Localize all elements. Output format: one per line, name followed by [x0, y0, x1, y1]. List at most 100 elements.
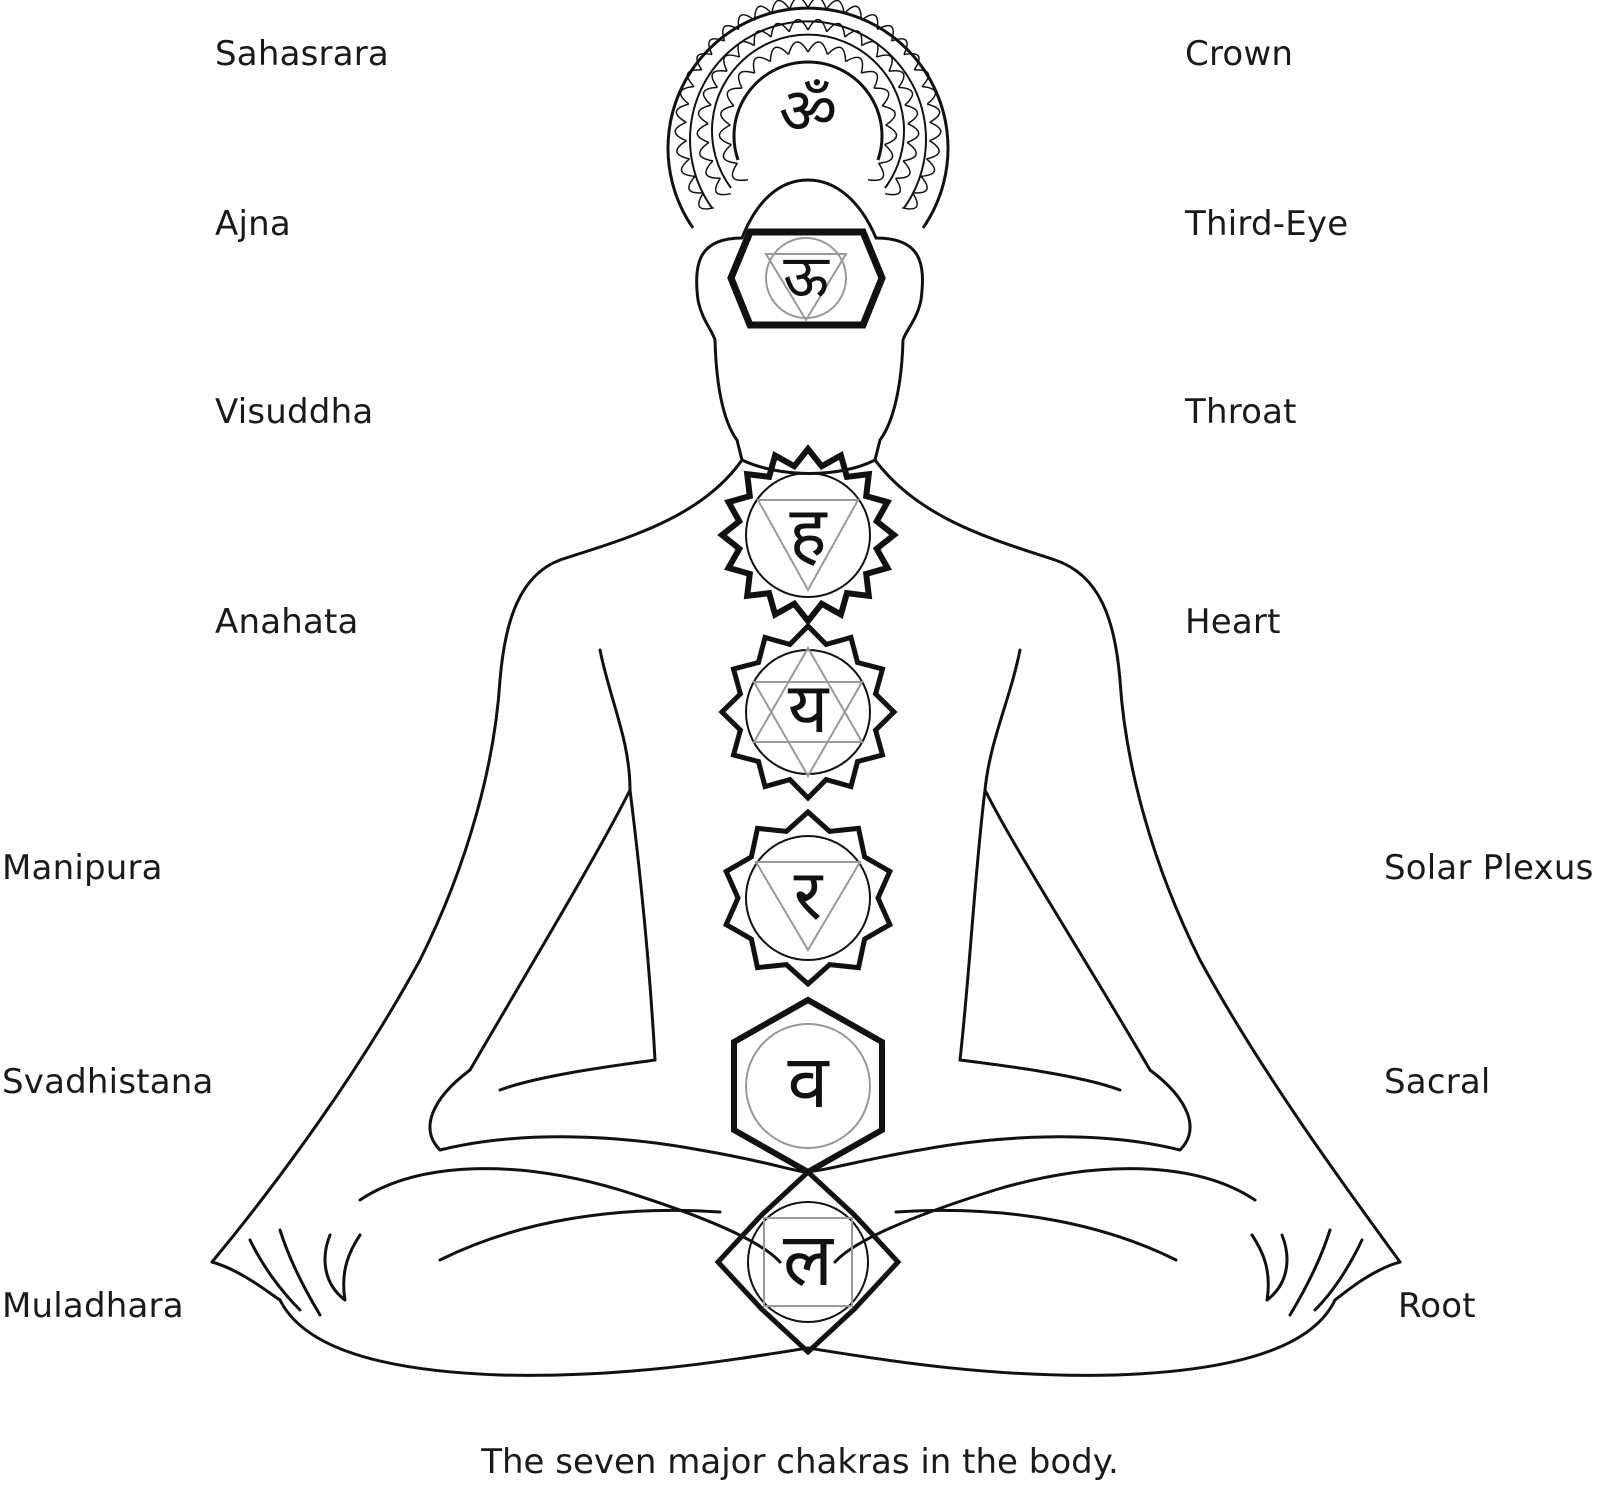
halo-petal — [876, 24, 894, 42]
halo-petal — [753, 5, 773, 21]
halo-petal — [861, 70, 879, 89]
halo-petal — [844, 30, 863, 46]
label-root: Root — [1398, 1286, 1476, 1326]
seated-body-outline — [210, 178, 1402, 1377]
halo-petal — [891, 38, 908, 55]
halo-petal — [697, 104, 712, 125]
halo-petal — [914, 69, 930, 88]
halo-petal — [720, 105, 734, 126]
halo-petal — [895, 160, 911, 179]
halo-petal — [882, 105, 896, 126]
crown-halo-petals — [674, 0, 942, 210]
label-manipura: Manipura — [2, 848, 163, 888]
halo-petal — [675, 103, 689, 123]
halo-petal — [696, 123, 710, 144]
halo-petal — [876, 54, 893, 72]
halo-petal — [698, 192, 715, 210]
halo-petal — [714, 177, 732, 196]
halo-petal — [898, 86, 914, 106]
halo-petal — [718, 124, 732, 146]
chakra-muladhara-symbol — [714, 1168, 902, 1356]
halo-petal — [787, 41, 809, 55]
label-heart: Heart — [1185, 602, 1281, 642]
label-ajna: Ajna — [215, 204, 291, 244]
label-throat: Throat — [1185, 392, 1297, 432]
halo-petal — [788, 18, 809, 33]
label-svadhistana: Svadhistana — [2, 1062, 214, 1102]
halo-petal — [884, 124, 898, 146]
halo-petal — [906, 123, 920, 144]
halo-petal — [731, 162, 749, 182]
halo-petal — [705, 160, 721, 179]
label-visuddha: Visuddha — [215, 392, 374, 432]
halo-petal — [708, 38, 725, 55]
halo-petal — [676, 140, 690, 160]
halo-petal — [752, 56, 771, 74]
chakra-manipura-symbol — [723, 808, 893, 988]
halo-petal — [737, 13, 756, 30]
chakra-ajna-glyph: ऊ — [783, 242, 830, 310]
label-sahasrara: Sahasrara — [215, 34, 389, 74]
halo-petal — [902, 141, 917, 162]
chakra-muladhara-glyph: ल — [783, 1217, 835, 1303]
halo-petal — [904, 104, 919, 125]
halo-petal — [674, 121, 687, 142]
halo-petal — [903, 53, 920, 71]
label-anahata: Anahata — [215, 602, 359, 642]
chakra-anahata-glyph: य — [788, 667, 830, 749]
halo-petal — [845, 56, 864, 74]
halo-petal — [884, 177, 902, 196]
halo-petal — [722, 24, 740, 42]
halo-petal — [861, 40, 879, 58]
halo-petal — [929, 121, 942, 142]
label-crown: Crown — [1185, 34, 1294, 74]
halo-petal — [788, 0, 809, 10]
halo-petal — [888, 69, 905, 88]
halo-petal — [843, 5, 863, 21]
halo-petal — [927, 103, 941, 123]
halo-petal — [680, 158, 696, 178]
halo-petal — [726, 87, 743, 107]
halo-petal — [686, 69, 702, 88]
halo-petal — [860, 13, 879, 30]
label-third-eye: Third-Eye — [1185, 204, 1349, 244]
halo-petal — [826, 46, 847, 62]
halo-petal — [878, 144, 894, 164]
crown-halo — [666, 6, 950, 229]
halo-petal — [825, 0, 845, 14]
halo-petal — [699, 141, 714, 162]
halo-petal — [679, 85, 695, 105]
halo-petal — [921, 85, 937, 105]
halo-petal — [753, 30, 772, 46]
halo-petal — [711, 69, 728, 88]
chakra-svadhistana-glyph: व — [787, 1039, 830, 1125]
halo-petal — [807, 41, 829, 55]
halo-petal — [737, 70, 755, 89]
chakra-manipura-glyph: र — [794, 854, 824, 936]
label-solar-plexus: Solar Plexus — [1384, 848, 1594, 888]
label-sacral: Sacral — [1384, 1062, 1491, 1102]
halo-petal — [867, 162, 885, 182]
halo-petal — [926, 140, 940, 160]
halo-petal — [873, 87, 890, 107]
halo-petal — [826, 22, 846, 38]
halo-petal — [688, 175, 704, 194]
halo-petal — [696, 53, 713, 71]
halo-petal — [901, 192, 918, 210]
chakra-visuddha-glyph: ह — [789, 491, 828, 573]
halo-petal — [912, 175, 928, 194]
halo-petal — [723, 54, 740, 72]
halo-petal — [702, 86, 718, 106]
figure-caption: The seven major chakras in the body. — [481, 1442, 1119, 1482]
halo-petal — [807, 18, 828, 33]
halo-petal — [769, 46, 790, 62]
chakra-ajna-symbol — [727, 228, 886, 329]
chakra-visuddha-symbol — [717, 444, 899, 626]
label-muladhara: Muladhara — [2, 1286, 184, 1326]
halo-petal — [737, 40, 755, 58]
halo-petal — [722, 144, 738, 164]
chakra-sahasrara-glyph: ॐ — [779, 75, 837, 149]
halo-petal — [771, 0, 791, 14]
